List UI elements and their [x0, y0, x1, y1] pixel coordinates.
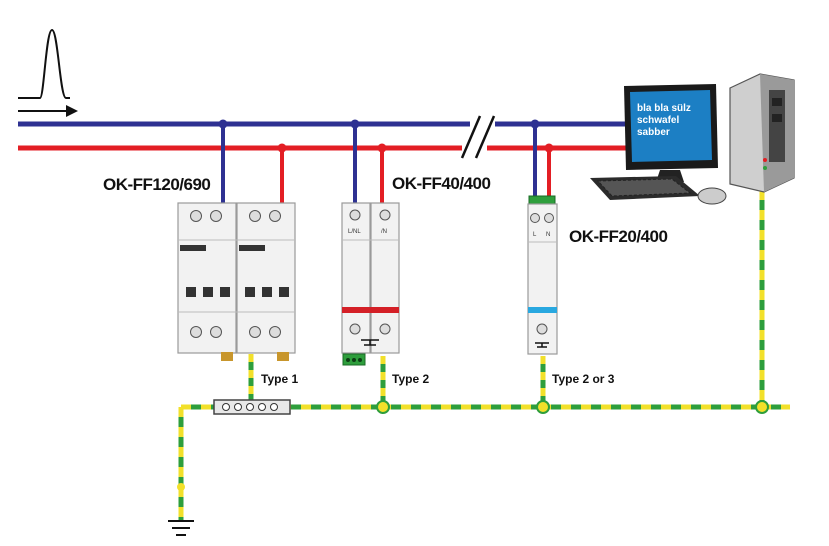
type-label-1: Type 1: [261, 372, 298, 386]
pc-tower: [729, 73, 795, 193]
device-label-ok-ff120: OK-FF120/690: [103, 175, 210, 194]
screen-line-2: schwafel: [637, 115, 679, 126]
surge-pulse-icon: [18, 28, 78, 117]
device-label-ok-ff20: OK-FF20/400: [569, 227, 667, 246]
type-label-2: Type 2: [392, 372, 429, 386]
computer-monitor: bla bla sülz schwafel sabber: [624, 84, 718, 182]
terminal-label-n2: N: [546, 232, 550, 238]
device-ok-ff40: L/NL /N OK-FF40/400: [341, 174, 491, 366]
line-break-icon: [460, 115, 496, 159]
terminal-label-lnl: L/NL: [348, 229, 361, 235]
screen-line-3: sabber: [637, 127, 670, 138]
terminal-label-l: L: [533, 232, 537, 238]
mouse: [697, 187, 727, 205]
terminal-label-n: /N: [381, 229, 387, 235]
type-label-2-or-3: Type 2 or 3: [552, 372, 615, 386]
device-ok-ff20: L N OK-FF20/400: [527, 195, 668, 355]
keyboard: [590, 176, 700, 200]
screen-line-1: bla bla sülz: [637, 103, 691, 114]
ground-icon: [168, 520, 194, 536]
device-ok-ff120: OK-FF120/690: [103, 175, 296, 361]
device-label-ok-ff40: OK-FF40/400: [392, 174, 490, 193]
earth-bar: [213, 399, 291, 415]
